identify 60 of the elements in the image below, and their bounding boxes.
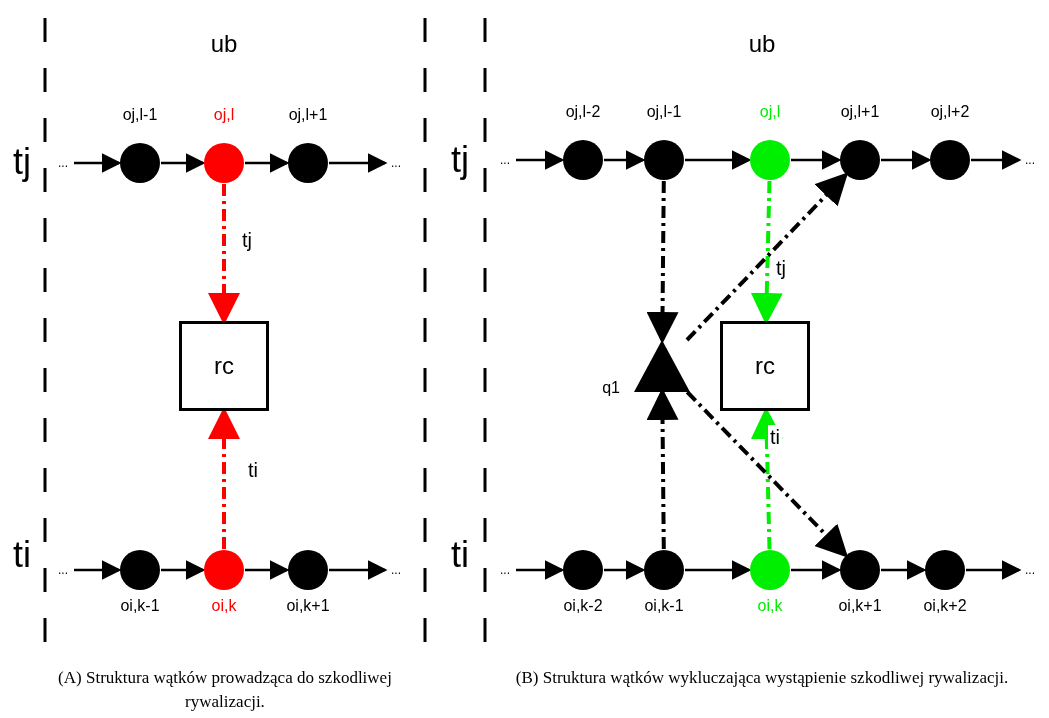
arrow <box>685 150 752 170</box>
caption-text: (A) Struktura wątków prowadząca do szkodliwej rywalizacji. <box>57 667 393 713</box>
arrow <box>329 153 388 173</box>
node-label: oj,l-1 <box>121 105 159 125</box>
ellipsis-text: ... <box>52 563 74 577</box>
thread-label: tj <box>12 142 32 182</box>
arrow <box>74 560 122 580</box>
arrow <box>685 560 752 580</box>
node-label: q1 <box>601 378 620 398</box>
node-label: oi,k-1 <box>119 596 161 616</box>
arrow <box>161 560 206 580</box>
process-box: rc <box>179 321 269 411</box>
node-label: oi,k-2 <box>562 596 604 616</box>
arrow <box>685 390 849 558</box>
arrow <box>685 172 849 342</box>
ellipsis-text: ... <box>494 563 516 577</box>
thread-label: ti <box>450 535 470 575</box>
arrow <box>516 560 565 580</box>
node-label: oi,k-1 <box>643 596 685 616</box>
arrow <box>74 153 122 173</box>
arrow <box>966 560 1022 580</box>
ellipsis-text: ... <box>494 153 516 167</box>
node-label: oj,l-1 <box>645 102 683 122</box>
arrow <box>604 150 646 170</box>
caption-text: (B) Struktura wątków wykluczająca wystąpienie szkodliwej rywalizacji. <box>514 667 1010 689</box>
node-label: oi,k <box>756 596 784 616</box>
node-label: oj,l <box>758 102 782 122</box>
heading-label: ub <box>747 29 777 59</box>
arrow <box>881 560 927 580</box>
process-box: rc <box>720 321 810 411</box>
arrow <box>646 180 679 344</box>
ellipsis-text: ... <box>52 156 74 170</box>
arrow <box>604 560 646 580</box>
node-label: oj,l <box>212 105 236 125</box>
thread-label: tj <box>450 140 470 180</box>
arrow <box>791 560 842 580</box>
ellipsis-text: ... <box>1019 153 1041 167</box>
node-label: oj,l+1 <box>839 102 881 122</box>
ellipsis-text: ... <box>1019 563 1041 577</box>
heading-label: ub <box>209 29 239 59</box>
node-label: oi,k <box>210 596 238 616</box>
ellipsis-text: ... <box>385 563 407 577</box>
edge-label: ti <box>768 425 782 449</box>
node-label: oi,k+1 <box>285 596 331 616</box>
arrow <box>329 560 388 580</box>
triangle <box>634 340 690 392</box>
arrow <box>971 150 1022 170</box>
arrow <box>516 150 565 170</box>
node-label: oi,k+1 <box>837 596 883 616</box>
node-label: oj,l+2 <box>929 102 971 122</box>
node-label: oj,l-2 <box>564 102 602 122</box>
node-label: oj,l+1 <box>287 105 329 125</box>
arrow <box>245 153 290 173</box>
arrow <box>161 153 206 173</box>
ellipsis-text: ... <box>385 156 407 170</box>
arrow <box>881 150 932 170</box>
node-label: oi,k+2 <box>922 596 968 616</box>
arrow <box>245 560 290 580</box>
arrow <box>791 150 842 170</box>
thread-label: ti <box>12 535 32 575</box>
